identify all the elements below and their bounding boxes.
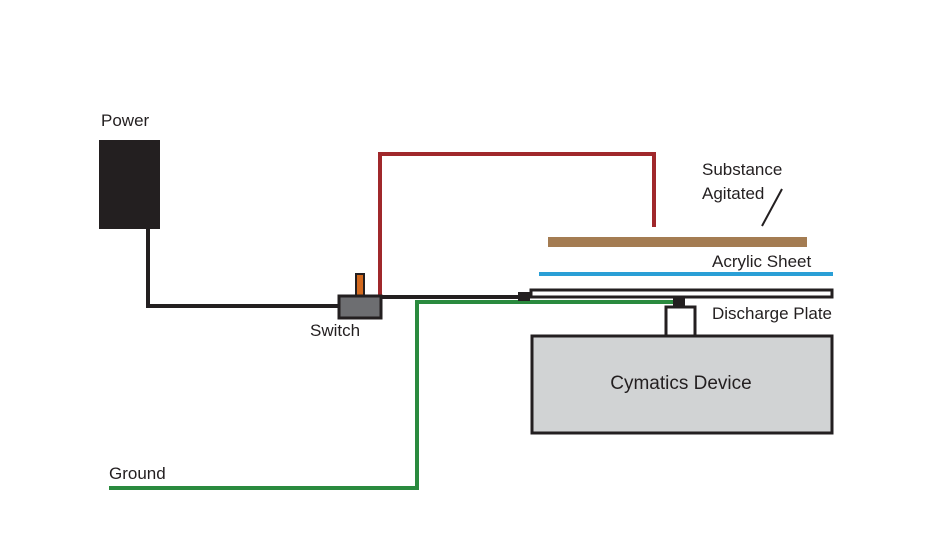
power-supply-box bbox=[99, 140, 160, 229]
cymatics-device bbox=[530, 334, 834, 435]
power-wire bbox=[146, 229, 340, 308]
red-wire bbox=[378, 152, 656, 296]
switch-toggle bbox=[355, 273, 365, 297]
power-label: Power bbox=[101, 111, 150, 130]
switch-body bbox=[337, 294, 383, 320]
mount-cap bbox=[673, 296, 685, 307]
substance-label-line1: Substance bbox=[702, 160, 782, 179]
device-label: Cymatics Device bbox=[610, 373, 751, 394]
mount-post bbox=[664, 305, 697, 338]
discharge-plate bbox=[529, 288, 834, 299]
plate-connector bbox=[518, 292, 530, 301]
ground-wire bbox=[109, 300, 678, 490]
substance-pointer bbox=[761, 188, 783, 227]
substance-label-line2: Agitated bbox=[702, 184, 764, 203]
switch-label: Switch bbox=[310, 321, 360, 340]
discharge-label: Discharge Plate bbox=[712, 304, 832, 323]
substance-layer bbox=[548, 237, 807, 247]
acrylic-label: Acrylic Sheet bbox=[712, 252, 811, 271]
ground-label: Ground bbox=[109, 464, 166, 483]
